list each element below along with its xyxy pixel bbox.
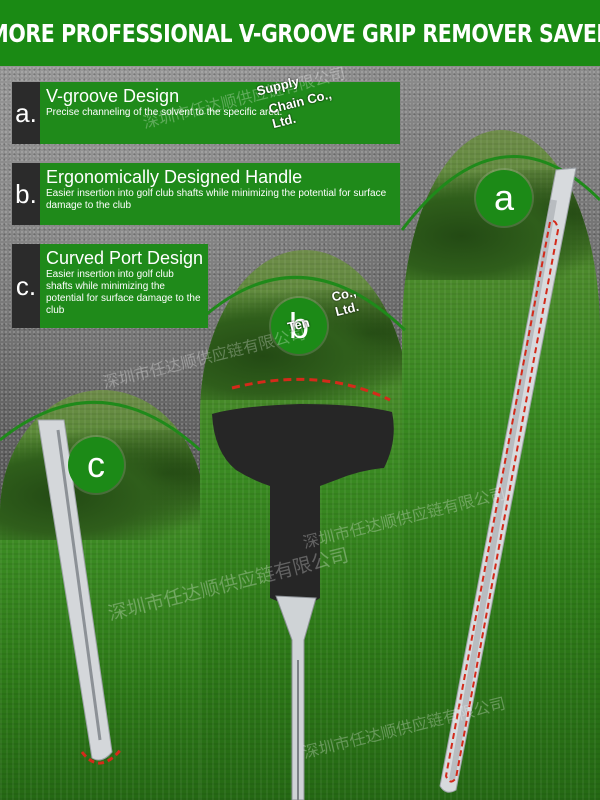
header-banner: MORE PROFESSIONAL V-GROOVE GRIP REMOVER …	[0, 0, 600, 66]
curved-port-highlight	[80, 747, 124, 765]
panel-a	[402, 130, 600, 800]
badge-a: a	[476, 170, 532, 226]
v-groove-highlight	[444, 220, 560, 783]
callout-handle: b. Ergonomically Designed Handle Easier …	[12, 163, 400, 225]
arch-outline-a	[400, 155, 600, 231]
arch-outline-c	[0, 401, 202, 452]
arch-outline-b	[198, 276, 407, 332]
callout-description: Easier insertion into golf club shafts w…	[46, 269, 201, 316]
handle-arc-highlight	[231, 377, 391, 402]
callout-title: Curved Port Design	[46, 248, 204, 268]
page-title: MORE PROFESSIONAL V-GROOVE GRIP REMOVER …	[0, 18, 600, 48]
badge-b: b	[271, 298, 327, 354]
tool-c-blade	[37, 419, 113, 761]
callout-v-groove: a. V-groove Design Precise channeling of…	[12, 82, 400, 144]
badge-c: c	[68, 437, 124, 493]
callout-title: Ergonomically Designed Handle	[46, 167, 303, 187]
callout-description: Easier insertion into golf club shafts w…	[46, 188, 387, 211]
tool-b-handle	[212, 404, 394, 800]
callout-letter: b.	[12, 163, 40, 225]
callout-title: V-groove Design	[46, 86, 180, 106]
callout-letter: a.	[12, 82, 40, 144]
callout-curved-port: c. Curved Port Design Easier insertion i…	[12, 244, 208, 328]
callout-letter: c.	[12, 244, 40, 328]
callout-description: Precise channeling of the solvent to the…	[46, 107, 283, 118]
